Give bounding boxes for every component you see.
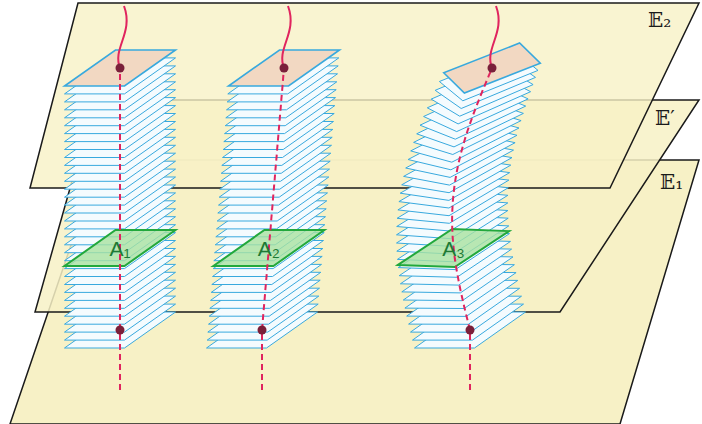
axis-line [262, 68, 284, 390]
axis-point [466, 326, 475, 335]
top-face [229, 50, 340, 86]
top-face [65, 50, 176, 86]
axis-point [116, 64, 125, 73]
axis-line [282, 6, 290, 68]
axis-line [119, 68, 121, 390]
section-label: A₁ [109, 238, 130, 259]
plane-label: 𝔼′ [655, 108, 675, 128]
axis-point [116, 326, 125, 335]
oblique-prism [207, 6, 340, 390]
cross-section [398, 229, 509, 267]
section-label: A₃ [442, 238, 465, 259]
axis-line [118, 6, 126, 68]
cross-section [213, 230, 324, 266]
right-prism [65, 6, 176, 390]
planes [10, 3, 699, 424]
axis-point [258, 326, 267, 335]
axis-point [488, 64, 497, 73]
solids [65, 6, 541, 390]
axis-line [452, 68, 492, 390]
twisted-solid [397, 6, 541, 390]
section-label: A₂ [258, 238, 280, 259]
axis-line [490, 6, 498, 68]
plane-e2 [30, 3, 699, 188]
axis-point [280, 64, 289, 73]
plane-label: 𝔼₁ [660, 172, 683, 192]
plane-label: 𝔼₂ [648, 10, 671, 30]
